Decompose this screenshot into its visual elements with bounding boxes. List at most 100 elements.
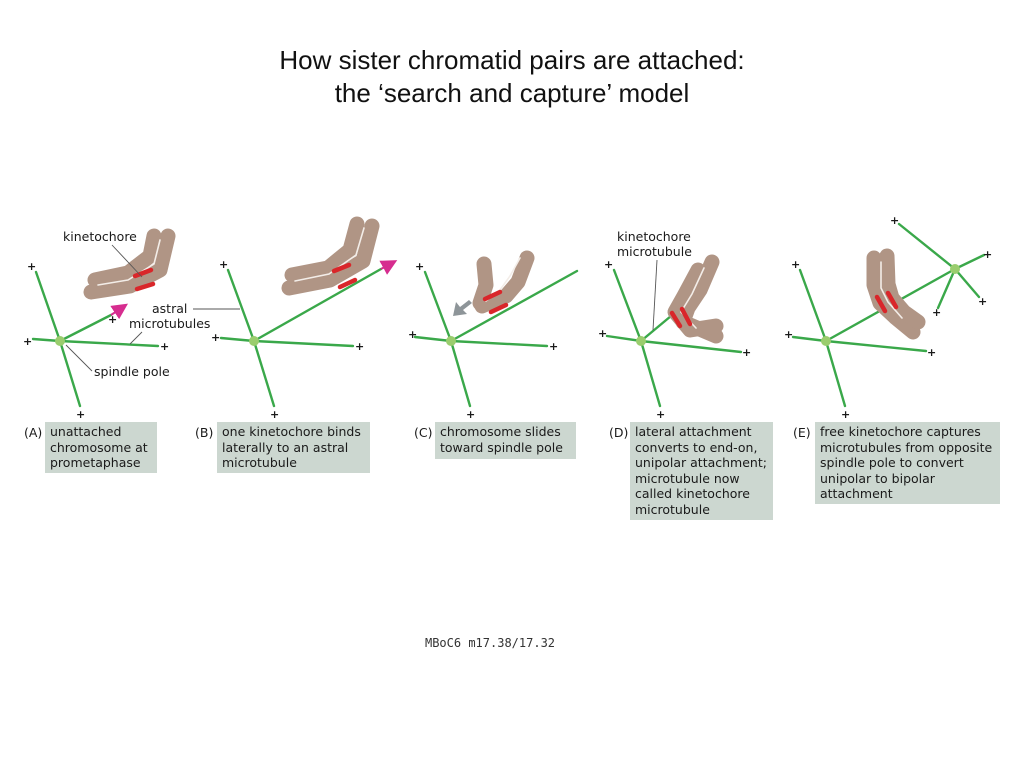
plus-end-label: + xyxy=(927,346,936,359)
panel-e-caption: free kinetochore captures microtubules f… xyxy=(815,422,1000,504)
spindle-pole xyxy=(55,336,65,346)
kinetochore xyxy=(482,289,503,302)
microtubule xyxy=(58,339,160,348)
microtubule xyxy=(252,339,355,348)
plus-end-label: + xyxy=(549,340,558,353)
panel-b-caption: one kinetochore binds laterally to an as… xyxy=(217,422,370,473)
astral-microtubule xyxy=(58,313,113,343)
plus-end-label: + xyxy=(355,340,364,353)
panel-a-caption: unattached chromosome at prometaphase xyxy=(45,422,157,473)
plus-end-label: + xyxy=(784,328,793,341)
plus-end-label: + xyxy=(219,258,228,271)
microtubule xyxy=(34,270,62,343)
caption-line: one kinetochore binds xyxy=(222,424,361,439)
plus-end-label: + xyxy=(742,346,751,359)
panel-a-letter: (A) xyxy=(24,425,43,440)
panel-a-diagram: + + + + + kinetochore astral microtubule… xyxy=(23,228,240,421)
plus-end-label: + xyxy=(604,258,613,271)
caption-line: lateral attachment xyxy=(635,424,752,439)
plus-end-label: + xyxy=(978,295,987,308)
caption-line: microtubules from opposite xyxy=(820,439,993,455)
microtubule xyxy=(824,339,928,353)
plus-end-label: + xyxy=(27,260,36,273)
microtubule xyxy=(413,335,453,343)
caption-line: unipolar to bipolar xyxy=(820,470,935,486)
panel-c-diagram: + + + + xyxy=(408,250,579,421)
microtubule xyxy=(639,339,662,408)
caption-line: called kinetochore xyxy=(635,486,750,501)
panel-d-diagram: + + + + kinetochore microtubule xyxy=(598,229,751,421)
caption-line: toward spindle pole xyxy=(440,439,563,455)
microtubule xyxy=(953,253,986,271)
panel-e-diagram: + + + + + + + + xyxy=(784,214,992,421)
panel-e-letter: (E) xyxy=(793,425,811,440)
microtubule xyxy=(226,268,256,343)
microtubule xyxy=(897,222,957,271)
plus-end-label: + xyxy=(466,408,475,421)
plus-end-label: + xyxy=(598,327,607,340)
microtubule xyxy=(605,334,643,343)
kinetochore-label: kinetochore xyxy=(63,229,137,244)
microtubule xyxy=(252,339,276,408)
microtubule xyxy=(791,335,828,343)
plus-end-label: + xyxy=(890,214,899,227)
plus-end-label: + xyxy=(932,306,941,319)
plus-end-label: + xyxy=(415,260,424,273)
leader-line xyxy=(111,244,143,278)
microtubule xyxy=(449,339,549,348)
chromosome xyxy=(667,254,724,344)
microtubule xyxy=(449,339,472,408)
caption-line: converts to end-on, xyxy=(635,439,758,455)
spindle-pole-label: spindle pole xyxy=(94,364,170,379)
panel-b-letter: (B) xyxy=(195,425,214,440)
astral-microtubule xyxy=(449,269,579,343)
kinetochore xyxy=(679,306,693,327)
caption-line: chromosome at xyxy=(50,439,148,455)
microtubule xyxy=(824,339,847,408)
caption-line: spindle pole to convert xyxy=(820,455,964,470)
slide-direction-arrow-icon xyxy=(453,300,472,316)
caption-line: attachment xyxy=(820,486,893,501)
plus-end-label: + xyxy=(408,328,417,341)
caption-line: microtubule xyxy=(635,501,710,517)
kinetochore xyxy=(132,267,154,279)
plus-end-label: + xyxy=(270,408,279,421)
panel-d-caption: lateral attachment converts to end-on, u… xyxy=(630,422,773,520)
title-line-2: the ‘search and capture’ model xyxy=(334,78,690,108)
microtubule xyxy=(953,267,981,299)
panel-b-diagram: + + + + xyxy=(211,216,398,421)
panel-c-caption: chromosome slides toward spindle pole xyxy=(435,422,576,459)
panel-d-letter: (D) xyxy=(609,425,629,440)
plus-end-label: + xyxy=(160,340,169,353)
caption-line: microtubule now xyxy=(635,470,740,486)
kinetochore xyxy=(337,277,358,290)
chromosome xyxy=(472,250,535,315)
leader-line xyxy=(652,259,658,331)
plus-end-label: + xyxy=(76,408,85,421)
kinetochore xyxy=(331,262,352,274)
caption-line: prometaphase xyxy=(50,455,141,470)
spindle-pole xyxy=(446,336,456,346)
kinetochore xyxy=(134,281,156,292)
figure-credit: MBoC6 m17.38/17.32 xyxy=(424,636,556,650)
astral-microtubules-label-1: astral xyxy=(152,301,187,316)
kinetochore xyxy=(885,290,899,310)
spindle-pole xyxy=(636,336,646,346)
page-title: How sister chromatid pairs are attached:… xyxy=(0,44,1024,110)
kinetochore-microtubule-label-2: microtubule xyxy=(617,244,692,259)
microtubule xyxy=(798,268,828,343)
growth-arrow-icon xyxy=(110,303,128,320)
microtubule xyxy=(612,268,643,343)
plus-end-label: + xyxy=(108,313,117,326)
chromosome xyxy=(83,228,176,300)
astral-microtubules-label-2: microtubules xyxy=(129,316,210,331)
microtubule xyxy=(219,336,256,343)
microtubule xyxy=(58,339,82,408)
kinetochore xyxy=(488,302,509,315)
caption-line: free kinetochore captures xyxy=(820,424,981,439)
panel-c-letter: (C) xyxy=(414,425,433,440)
microtubule xyxy=(639,339,743,354)
chromosome xyxy=(866,248,926,340)
plus-end-label: + xyxy=(211,331,220,344)
